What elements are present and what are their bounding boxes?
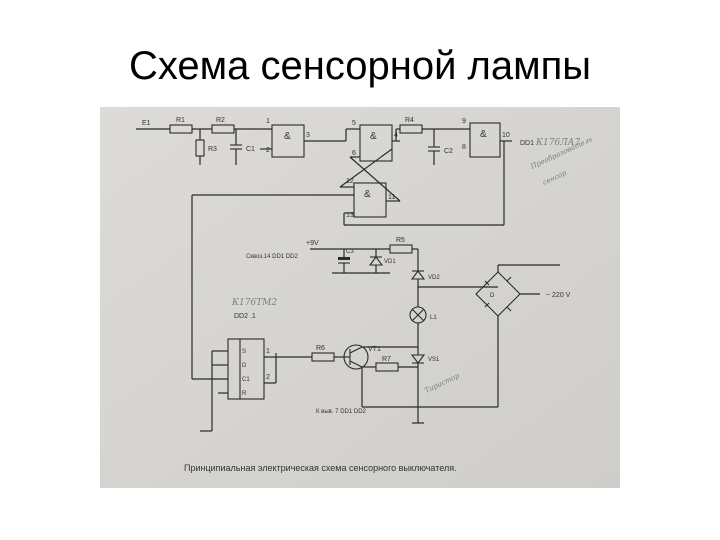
- ground-note: К выв. 7 DD1 DD2: [316, 409, 367, 415]
- svg-text:R7: R7: [382, 356, 391, 363]
- svg-text:R3: R3: [208, 146, 217, 153]
- svg-text:R: R: [242, 391, 247, 397]
- svg-text:E1: E1: [142, 120, 151, 127]
- paper-background: [100, 107, 620, 488]
- svg-text:R6: R6: [316, 345, 325, 352]
- svg-text:5: 5: [352, 120, 356, 127]
- input-e1: E1: [136, 120, 170, 130]
- svg-text:&: &: [284, 131, 291, 142]
- svg-text:R5: R5: [396, 237, 405, 244]
- schematic-diagram: E1 R1 R2 R3 C1 & 1 2 3 & 5 6 4: [100, 107, 620, 488]
- svg-text:+9V: +9V: [306, 240, 319, 247]
- svg-text:Сквоз.14 DD1 DD2: Сквоз.14 DD1 DD2: [246, 254, 298, 260]
- svg-text:D: D: [242, 363, 247, 369]
- svg-text:C3: C3: [346, 249, 354, 255]
- svg-text:2: 2: [266, 374, 270, 381]
- svg-text:DD2 .1: DD2 .1: [234, 313, 256, 320]
- trigger-dd2: S D C1 R 1 2: [227, 338, 270, 400]
- slide-title: Схема сенсорной лампы: [128, 44, 592, 88]
- svg-text:&: &: [364, 189, 371, 200]
- svg-text:11: 11: [388, 194, 395, 201]
- svg-text:C1: C1: [246, 146, 255, 153]
- svg-text:DD1: DD1: [520, 140, 534, 147]
- svg-text:VD1: VD1: [384, 259, 396, 265]
- svg-text:R2: R2: [216, 117, 225, 124]
- svg-text:~ 220 V: ~ 220 V: [546, 292, 571, 299]
- svg-text:VS1: VS1: [428, 357, 440, 363]
- nand-gate-3: & 9 8 10: [462, 118, 510, 158]
- svg-text:3: 3: [306, 132, 310, 139]
- nand-gate-4: & 12 13 11: [346, 178, 395, 219]
- svg-text:К выв. 7 DD1 DD2: К выв. 7 DD1 DD2: [316, 409, 367, 415]
- svg-text:C1: C1: [242, 377, 250, 383]
- svg-text:C2: C2: [444, 148, 453, 155]
- svg-text:S: S: [242, 349, 246, 355]
- svg-text:VD2: VD2: [428, 275, 440, 281]
- svg-text:R1: R1: [176, 117, 185, 124]
- chip-dd2-label: К176ТМ2 DD2 .1: [231, 298, 277, 320]
- svg-text:&: &: [480, 129, 487, 140]
- mains-label: ~ 220 V: [546, 292, 571, 299]
- svg-text:1: 1: [266, 348, 270, 355]
- svg-text:6: 6: [352, 150, 356, 157]
- power-note: +9V Сквоз.14 DD1 DD2: [246, 240, 319, 260]
- svg-text:8: 8: [462, 144, 466, 151]
- schematic-caption: Принципиальная электрическая схема сенсо…: [184, 463, 457, 473]
- svg-text:2: 2: [266, 147, 270, 154]
- svg-text:L1: L1: [430, 315, 437, 321]
- svg-text:1: 1: [266, 118, 270, 125]
- svg-text:К176ТМ2: К176ТМ2: [231, 298, 277, 308]
- svg-text:VT1: VT1: [368, 346, 381, 353]
- svg-text:&: &: [370, 131, 377, 142]
- svg-text:12: 12: [346, 178, 354, 185]
- svg-text:13: 13: [346, 212, 354, 219]
- schematic-photo: E1 R1 R2 R3 C1 & 1 2 3 & 5 6 4: [100, 107, 620, 488]
- svg-text:10: 10: [502, 132, 510, 139]
- chip-dd1-label: DD1 К176ЛА7: [520, 138, 580, 148]
- svg-text:9: 9: [462, 118, 466, 125]
- svg-text:D: D: [490, 293, 495, 299]
- svg-text:К176ЛА7: К176ЛА7: [535, 138, 580, 148]
- transistor-vt1: VT1: [343, 344, 381, 370]
- svg-text:R4: R4: [405, 117, 414, 124]
